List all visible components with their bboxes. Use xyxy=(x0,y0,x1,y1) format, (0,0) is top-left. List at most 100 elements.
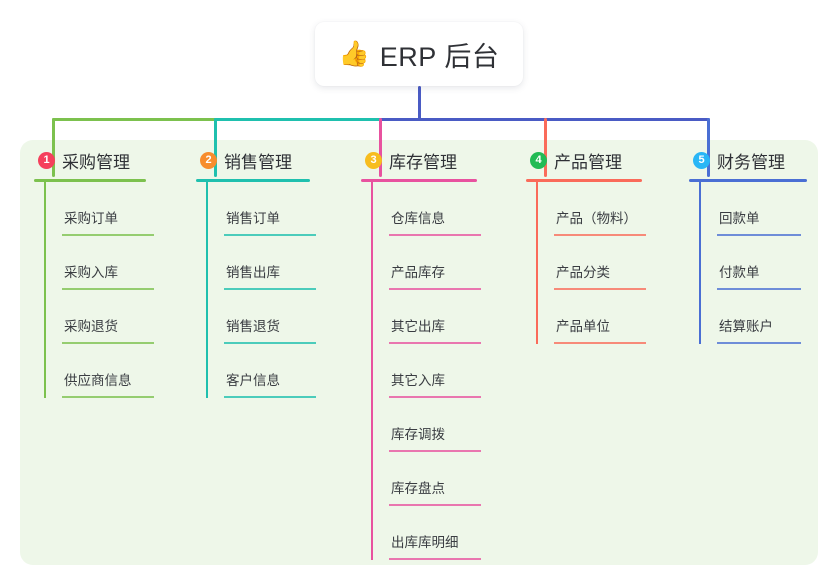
list-item-label: 其它入库 xyxy=(391,373,445,388)
list-item[interactable]: 库存盘点 xyxy=(389,452,481,506)
list-item[interactable]: 付款单 xyxy=(717,236,807,290)
column-badge-icon: 4 xyxy=(530,151,547,169)
column-spine xyxy=(699,182,701,344)
column-header-rule xyxy=(196,179,310,182)
list-item[interactable]: 供应商信息 xyxy=(62,344,154,398)
column-items: 销售订单销售出库销售退货客户信息 xyxy=(206,182,316,398)
list-item-label: 销售订单 xyxy=(226,211,280,226)
list-item[interactable]: 回款单 xyxy=(717,182,807,236)
column-badge-icon: 3 xyxy=(365,151,382,169)
list-item-label: 采购订单 xyxy=(64,211,118,226)
list-item-label: 产品分类 xyxy=(556,265,610,280)
column-spine xyxy=(206,182,208,398)
drop-line-5 xyxy=(707,118,710,177)
list-item[interactable]: 销售出库 xyxy=(224,236,316,290)
list-item-rule xyxy=(224,288,316,290)
branches-panel xyxy=(20,140,818,565)
column-header-rule xyxy=(526,179,642,182)
drop-line-2 xyxy=(214,118,217,177)
column-spine xyxy=(536,182,538,344)
list-item-rule xyxy=(717,342,801,344)
list-item-label: 库存盘点 xyxy=(391,481,445,496)
list-item-rule xyxy=(389,288,481,290)
list-item-rule xyxy=(62,234,154,236)
list-item[interactable]: 销售退货 xyxy=(224,290,316,344)
thumbs-up-icon: 👍 xyxy=(338,39,370,68)
list-item[interactable]: 其它入库 xyxy=(389,344,481,398)
column-badge-icon: 1 xyxy=(38,151,55,169)
column-3: 3 库存管理仓库信息产品库存其它出库其它入库库存调拨库存盘点出库库明细 xyxy=(361,148,481,560)
list-item[interactable]: 采购退货 xyxy=(62,290,154,344)
list-item-rule xyxy=(389,450,481,452)
column-badge-icon: 5 xyxy=(693,151,710,169)
column-header-4[interactable]: 4 产品管理 xyxy=(526,148,642,172)
list-item[interactable]: 采购订单 xyxy=(62,182,154,236)
list-item-rule xyxy=(554,342,646,344)
list-item-rule xyxy=(389,396,481,398)
list-item-label: 采购入库 xyxy=(64,265,118,280)
list-item-label: 回款单 xyxy=(719,211,760,226)
list-item-rule xyxy=(389,234,481,236)
list-item-rule xyxy=(62,342,154,344)
list-item-label: 仓库信息 xyxy=(391,211,445,226)
column-header-1[interactable]: 1 采购管理 xyxy=(34,148,146,172)
list-item-label: 结算账户 xyxy=(719,319,773,334)
column-spine xyxy=(371,182,373,560)
list-item-rule xyxy=(717,288,801,290)
list-item-rule xyxy=(62,396,154,398)
list-item-rule xyxy=(554,288,646,290)
column-header-rule xyxy=(361,179,477,182)
drop-line-3 xyxy=(379,118,382,177)
column-header-rule xyxy=(689,179,807,182)
list-item-rule xyxy=(389,558,481,560)
list-item-rule xyxy=(224,396,316,398)
list-item[interactable]: 结算账户 xyxy=(717,290,807,344)
column-spine xyxy=(44,182,46,398)
column-title: 产品管理 xyxy=(554,152,622,172)
list-item-label: 付款单 xyxy=(719,265,760,280)
column-items: 回款单付款单结算账户 xyxy=(699,182,807,344)
list-item-rule xyxy=(389,342,481,344)
list-item-label: 销售退货 xyxy=(226,319,280,334)
drop-line-1 xyxy=(52,118,55,177)
bus-segment-1 xyxy=(52,118,217,121)
list-item[interactable]: 其它出库 xyxy=(389,290,481,344)
trunk-line xyxy=(418,86,421,121)
list-item[interactable]: 仓库信息 xyxy=(389,182,481,236)
bus-segment-4 xyxy=(544,118,710,121)
column-title: 销售管理 xyxy=(224,152,292,172)
list-item-label: 其它出库 xyxy=(391,319,445,334)
column-header-2[interactable]: 2 销售管理 xyxy=(196,148,310,172)
list-item[interactable]: 客户信息 xyxy=(224,344,316,398)
bus-segment-3 xyxy=(379,118,547,121)
list-item-label: 销售出库 xyxy=(226,265,280,280)
column-header-3[interactable]: 3 库存管理 xyxy=(361,148,477,172)
list-item-label: 产品单位 xyxy=(556,319,610,334)
column-badge-icon: 2 xyxy=(200,151,217,169)
list-item-label: 库存调拨 xyxy=(391,427,445,442)
root-node[interactable]: 👍 ERP 后台 xyxy=(315,22,523,86)
list-item[interactable]: 销售订单 xyxy=(224,182,316,236)
list-item-label: 客户信息 xyxy=(226,373,280,388)
list-item[interactable]: 产品库存 xyxy=(389,236,481,290)
list-item[interactable]: 库存调拨 xyxy=(389,398,481,452)
list-item[interactable]: 产品单位 xyxy=(554,290,646,344)
list-item[interactable]: 采购入库 xyxy=(62,236,154,290)
list-item[interactable]: 产品分类 xyxy=(554,236,646,290)
list-item-rule xyxy=(224,234,316,236)
list-item[interactable]: 产品（物料） xyxy=(554,182,646,236)
column-2: 2 销售管理销售订单销售出库销售退货客户信息 xyxy=(196,148,316,398)
list-item-rule xyxy=(224,342,316,344)
list-item-rule xyxy=(717,234,801,236)
column-title: 采购管理 xyxy=(62,152,130,172)
list-item[interactable]: 出库库明细 xyxy=(389,506,481,560)
list-item-label: 产品（物料） xyxy=(556,211,637,226)
column-header-rule xyxy=(34,179,146,182)
column-items: 采购订单采购入库采购退货供应商信息 xyxy=(44,182,154,398)
list-item-label: 采购退货 xyxy=(64,319,118,334)
column-4: 4 产品管理产品（物料） 产品分类产品单位 xyxy=(526,148,646,344)
column-title: 库存管理 xyxy=(389,152,457,172)
